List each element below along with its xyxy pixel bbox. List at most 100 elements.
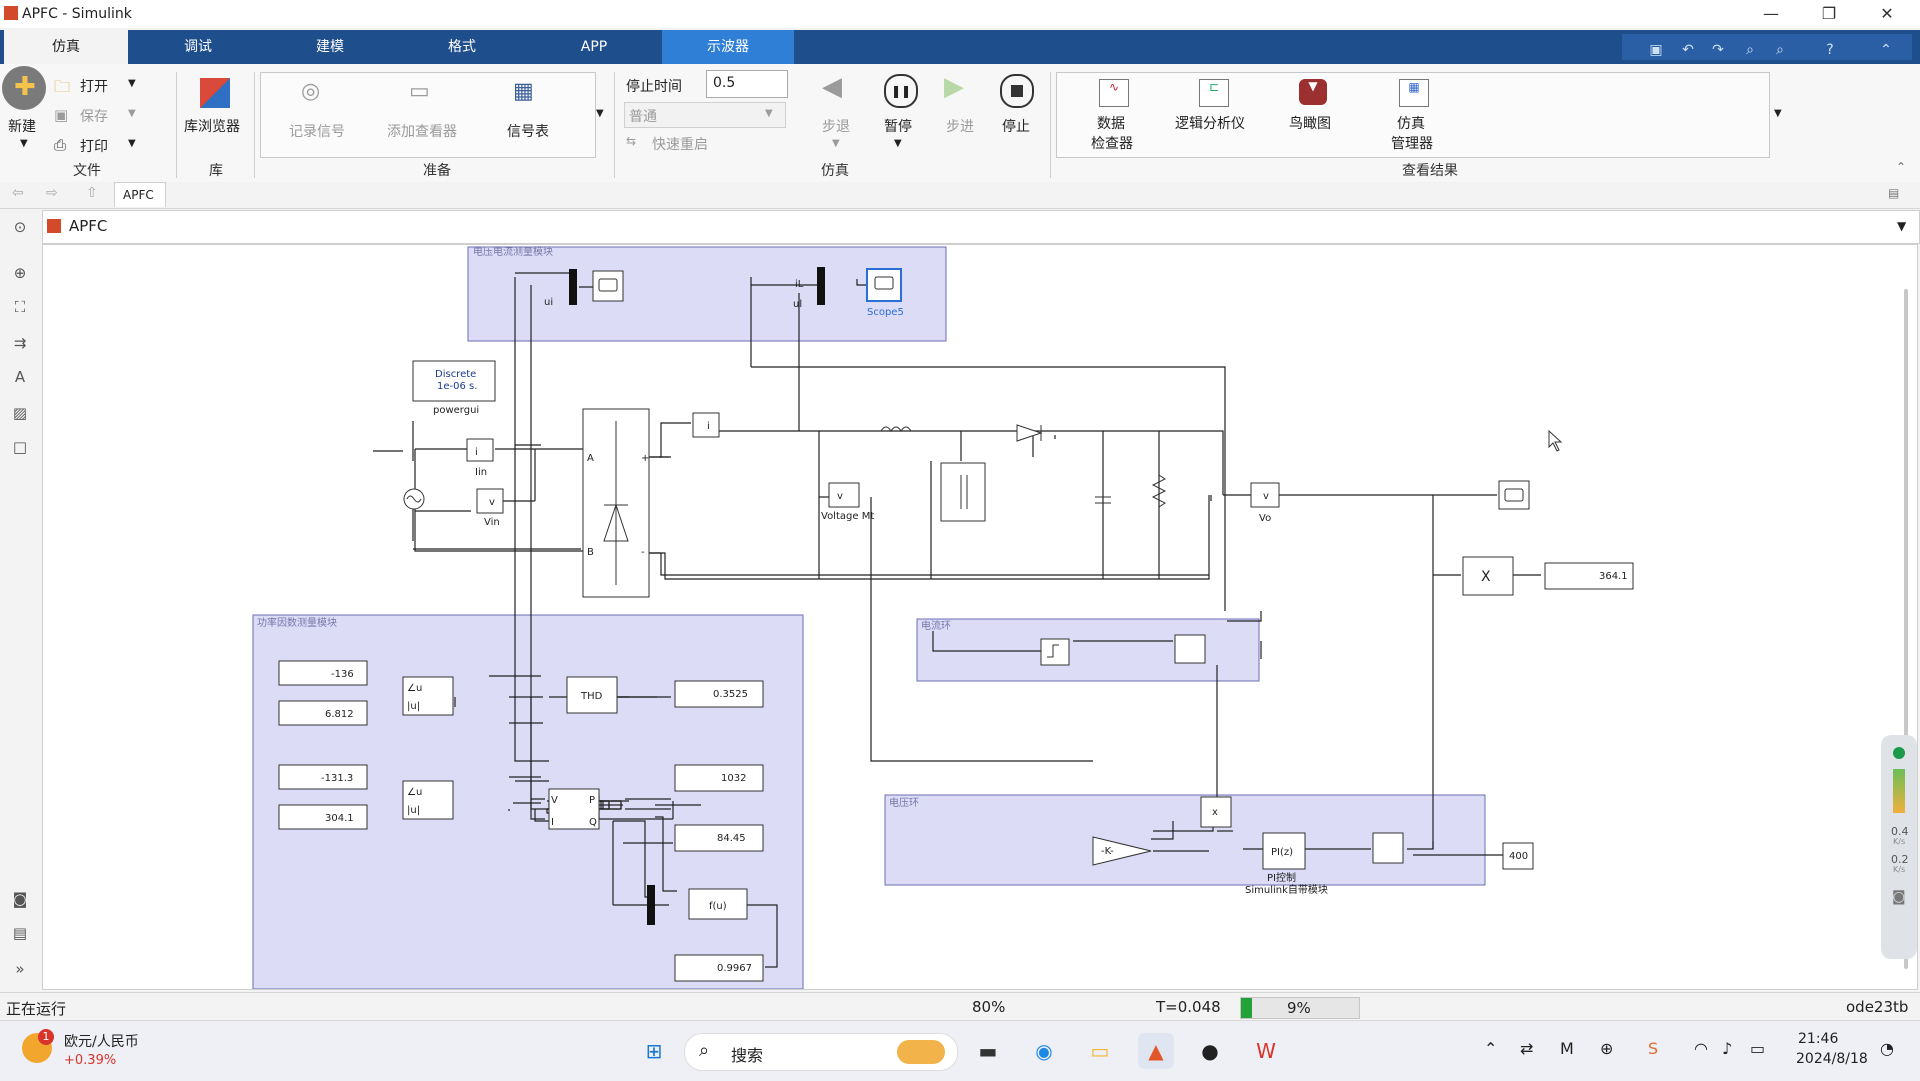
mux-pq[interactable] — [647, 885, 655, 925]
gain-block[interactable] — [1092, 836, 1152, 866]
constant-block[interactable] — [1502, 842, 1534, 870]
scrollbar-thumb[interactable] — [1904, 289, 1908, 969]
annotation-icon[interactable]: A — [14, 368, 26, 386]
address-dropdown-icon[interactable]: ▼ — [1897, 219, 1907, 233]
sim-manager-label-1[interactable]: 仿真 — [1397, 116, 1425, 132]
image-icon[interactable]: ▨ — [12, 404, 28, 422]
birds-eye-button[interactable]: 鸟瞰图 — [1289, 116, 1331, 132]
open-dropdown-icon[interactable]: ▼ — [128, 78, 136, 89]
stop-button[interactable]: 停止 — [1002, 119, 1030, 135]
screenshot-icon[interactable]: ◙ — [12, 890, 28, 908]
find-icon[interactable]: ⌕ — [1746, 42, 1754, 58]
tab-format[interactable]: 格式 — [448, 39, 476, 55]
mosfet-block[interactable] — [940, 462, 986, 522]
pause-dropdown-icon[interactable]: ▼ — [894, 138, 902, 149]
library-browser-button[interactable]: 库浏览器 — [184, 119, 240, 135]
current-meas-iin[interactable] — [466, 438, 494, 462]
step-back-dropdown-icon[interactable]: ▼ — [832, 138, 840, 149]
relay-block[interactable] — [1040, 638, 1070, 666]
review-expand-icon[interactable]: ▼ — [1774, 108, 1782, 119]
display-angle-2[interactable] — [278, 764, 368, 790]
new-model-icon[interactable]: ✚ — [2, 66, 46, 110]
search-icon[interactable]: ⌕ — [1776, 42, 1784, 58]
tab-simulation[interactable]: 仿真 — [4, 30, 128, 64]
save-button[interactable]: 保存 — [80, 109, 108, 125]
browser-toggle-icon[interactable]: ▤ — [1888, 186, 1900, 200]
save-quick-icon[interactable]: ▣ — [1649, 42, 1663, 58]
help-icon[interactable]: ? — [1826, 42, 1834, 58]
arrow-icon[interactable]: ⇉ — [13, 334, 27, 352]
minimize-ribbon-icon[interactable]: ⌃ — [1896, 160, 1907, 174]
area-icon[interactable]: □ — [12, 438, 28, 456]
tray-app-icon[interactable]: M — [1560, 1039, 1574, 1058]
wps-icon[interactable]: W — [1256, 1039, 1276, 1063]
task-view-icon[interactable]: ▬ — [978, 1039, 998, 1063]
start-menu-icon[interactable]: ⊞ — [645, 1039, 663, 1063]
vertical-scrollbar[interactable] — [1896, 245, 1916, 989]
add-viewer-button[interactable]: 添加查看器 — [387, 124, 457, 140]
network-switch-icon[interactable]: ⇄ — [1520, 1039, 1534, 1058]
tab-scope[interactable]: 示波器 — [662, 30, 794, 64]
wifi-icon[interactable]: ◠ — [1694, 1039, 1708, 1058]
mux-il-ul[interactable] — [817, 267, 825, 305]
expand-toolbar-icon[interactable]: » — [15, 960, 25, 978]
display-q[interactable] — [674, 824, 764, 852]
close-button[interactable]: ✕ — [1880, 4, 1894, 23]
fit-view-icon[interactable]: ⛶ — [14, 298, 26, 316]
step-forward-button[interactable]: 步进 — [946, 119, 974, 135]
forward-icon[interactable]: ⇨ — [46, 185, 58, 201]
power-measure-block[interactable] — [548, 788, 600, 830]
battery-icon[interactable]: ▭ — [1750, 1039, 1766, 1058]
diode[interactable] — [1016, 424, 1043, 442]
file-explorer-icon[interactable]: ▭ — [1090, 1039, 1110, 1063]
qq-icon[interactable]: ● — [1201, 1039, 1219, 1063]
pi-controller-block[interactable] — [1262, 832, 1306, 870]
complex-to-polar-2[interactable] — [402, 780, 454, 820]
sum-voltage-loop[interactable] — [1372, 832, 1404, 864]
simulation-mode-select[interactable]: 普通 ▼ — [624, 102, 786, 128]
scope5-block[interactable] — [866, 268, 902, 302]
model-tab[interactable]: APFC — [114, 182, 166, 207]
data-inspector-label-1[interactable]: 数据 — [1097, 116, 1125, 132]
model-explorer-icon[interactable]: ▤ — [12, 924, 28, 942]
show-hidden-icons[interactable]: ⌃ — [1484, 1039, 1498, 1058]
voltage-meas-vin[interactable] — [476, 488, 504, 514]
fast-restart-button[interactable]: 快速重启 — [652, 137, 708, 153]
edge-browser-icon[interactable]: ◉ — [1035, 1039, 1053, 1063]
signal-table-button[interactable]: 信号表 — [507, 124, 549, 140]
new-button-label[interactable]: 新建 — [8, 119, 36, 135]
back-icon[interactable]: ⇦ — [12, 185, 24, 201]
gauge-camera-icon[interactable]: ◙ — [1892, 889, 1906, 905]
thd-block[interactable] — [566, 676, 618, 714]
sum-current-loop[interactable] — [1174, 634, 1206, 664]
matlab-icon[interactable]: ▲ — [1138, 1033, 1174, 1069]
tab-app[interactable]: APP — [580, 39, 608, 55]
solver-name[interactable]: ode23tb — [1846, 998, 1909, 1016]
display-mag-1[interactable] — [278, 700, 368, 726]
model-canvas[interactable]: 电压电流测量模块 功率因数测量模块 电流环 电压环 — [42, 244, 1918, 990]
sim-manager-label-2[interactable]: 管理器 — [1391, 136, 1433, 152]
powergui-block[interactable] — [412, 360, 496, 402]
display-angle-1[interactable] — [278, 660, 368, 686]
undo-icon[interactable]: ↶ — [1682, 42, 1694, 58]
tab-debug[interactable]: 调试 — [184, 39, 212, 55]
scope-ui[interactable] — [592, 270, 624, 302]
log-signals-button[interactable]: 记录信号 — [289, 124, 345, 140]
complex-to-polar-1[interactable] — [402, 676, 454, 716]
display-pf[interactable] — [674, 954, 764, 982]
voltage-meas-mt[interactable] — [828, 482, 860, 508]
clock-time[interactable]: 21:46 — [1798, 1031, 1839, 1047]
volume-icon[interactable]: ♪ — [1722, 1039, 1733, 1058]
prepare-expand-icon[interactable]: ▼ — [596, 108, 604, 119]
mean-block[interactable] — [1462, 556, 1514, 596]
hide-browser-icon[interactable]: ⊙ — [13, 218, 27, 236]
open-button[interactable]: 打开 — [80, 79, 108, 95]
fcn-block[interactable] — [688, 888, 748, 920]
save-dropdown-icon[interactable]: ▼ — [128, 108, 136, 119]
display-p[interactable] — [674, 764, 764, 792]
tab-modeling[interactable]: 建模 — [316, 39, 344, 55]
notification-bell-icon[interactable]: ◔ — [1880, 1039, 1894, 1058]
current-meas-il[interactable] — [692, 412, 720, 438]
data-inspector-label-2[interactable]: 检查器 — [1091, 136, 1133, 152]
logic-analyzer-button[interactable]: 逻辑分析仪 — [1175, 116, 1245, 132]
